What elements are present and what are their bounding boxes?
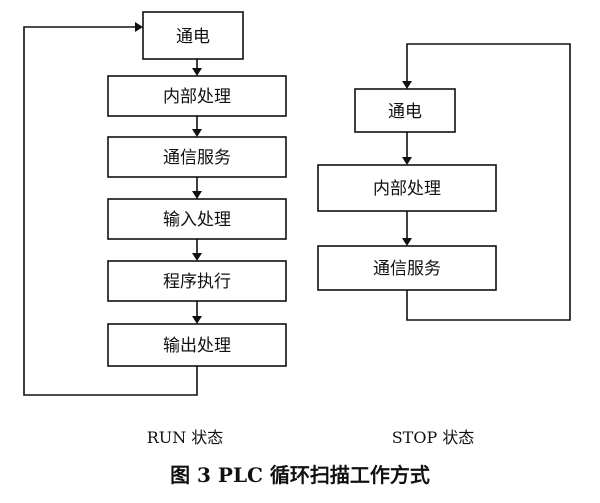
stop-loop-line <box>406 43 571 321</box>
run-arrow-5 <box>192 316 202 324</box>
run-arrow-4 <box>192 253 202 261</box>
stop-label-internal-processing: 内部处理 <box>373 179 441 199</box>
stop-state-label: STOP 状态 <box>392 428 475 447</box>
run-label-internal-processing: 内部处理 <box>163 87 231 107</box>
run-loop-arrow <box>135 22 143 32</box>
run-label-program-execution: 程序执行 <box>163 272 231 292</box>
run-state-label: RUN 状态 <box>147 428 224 447</box>
stop-box-internal-processing <box>317 164 497 212</box>
stop-flow: 通电 内部处理 通信服务 <box>317 43 571 321</box>
stop-arrow-2 <box>402 238 412 246</box>
run-loop-line <box>23 26 198 396</box>
run-box-power-on <box>142 11 244 60</box>
run-box-output-processing <box>107 323 287 367</box>
run-flow: 通电 内部处理 通信服务 输入处理 程序执行 输出处理 <box>23 11 287 396</box>
run-label-output-processing: 输出处理 <box>163 336 231 356</box>
run-box-input-processing <box>107 198 287 240</box>
stop-label-communication-service: 通信服务 <box>373 259 441 279</box>
run-label-power-on: 通电 <box>176 27 210 47</box>
run-arrow-1 <box>192 68 202 76</box>
run-arrow-2 <box>192 129 202 137</box>
run-label-input-processing: 输入处理 <box>163 210 231 230</box>
stop-arrow-1 <box>402 157 412 165</box>
stop-label-power-on: 通电 <box>388 102 422 122</box>
stop-loop-arrow <box>402 81 412 89</box>
stop-box-power-on <box>354 88 456 133</box>
run-arrow-3 <box>192 191 202 199</box>
run-box-internal-processing <box>107 75 287 117</box>
run-label-communication-service: 通信服务 <box>163 148 231 168</box>
figure-caption: 图 3 PLC 循环扫描工作方式 <box>170 463 430 487</box>
